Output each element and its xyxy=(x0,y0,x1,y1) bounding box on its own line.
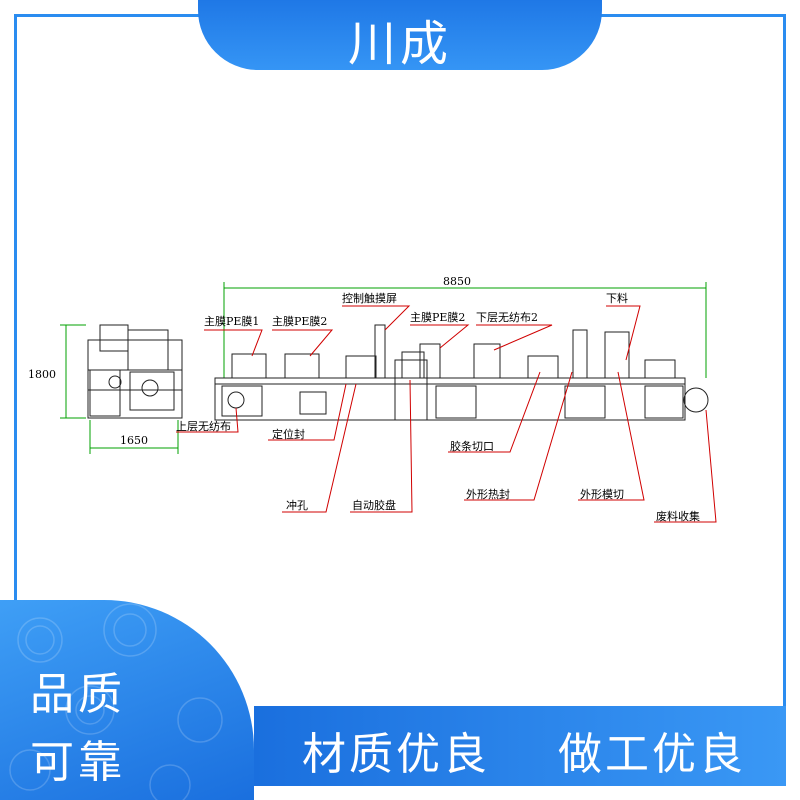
label-pe-film-1: 主膜PE膜1 xyxy=(204,315,259,328)
label-punch-hole: 冲孔 xyxy=(286,498,308,512)
label-pe-film-2: 主膜PE膜2 xyxy=(272,315,327,328)
label-auto-tape-tray: 自动胶盘 xyxy=(352,498,396,512)
dimension-lines xyxy=(60,282,707,454)
label-positioning-seal: 定位封 xyxy=(272,427,305,441)
badge-line-1: 品质 xyxy=(30,669,126,720)
label-pe-film-2b: 主膜PE膜2 xyxy=(410,311,465,324)
label-waste-collection: 废料收集 xyxy=(656,509,700,523)
slogan-bar xyxy=(254,706,786,786)
quality-badge: 品质 可靠 xyxy=(0,600,254,800)
unwinder-machine xyxy=(87,324,183,419)
label-unload: 下料 xyxy=(606,291,628,305)
main-line-body xyxy=(214,324,709,421)
swirl-pattern-icon xyxy=(9,603,223,800)
label-lower-nonwoven-2: 下层无纺布2 xyxy=(476,310,538,324)
label-outline-die-cut: 外形模切 xyxy=(580,488,624,501)
slogan-material: 材质优良 xyxy=(302,729,490,780)
brand-name: 川成 xyxy=(347,16,452,72)
label-outline-heat-seal: 外形热封 xyxy=(466,487,510,501)
badge-line-2: 可靠 xyxy=(30,737,126,788)
dim-unwinder-width: 1650 xyxy=(120,434,148,447)
label-upper-nonwoven: 上层无纺布 xyxy=(176,419,231,433)
brand-tab: 川成 xyxy=(198,0,602,72)
leader-lines xyxy=(176,305,717,523)
label-tape-cut: 胶条切口 xyxy=(450,439,494,453)
dim-total-length: 8850 xyxy=(443,275,471,288)
slogan-workmanship: 做工优良 xyxy=(558,729,746,780)
label-control-touchscreen: 控制触摸屏 xyxy=(342,291,397,305)
dim-height: 1800 xyxy=(28,368,56,381)
